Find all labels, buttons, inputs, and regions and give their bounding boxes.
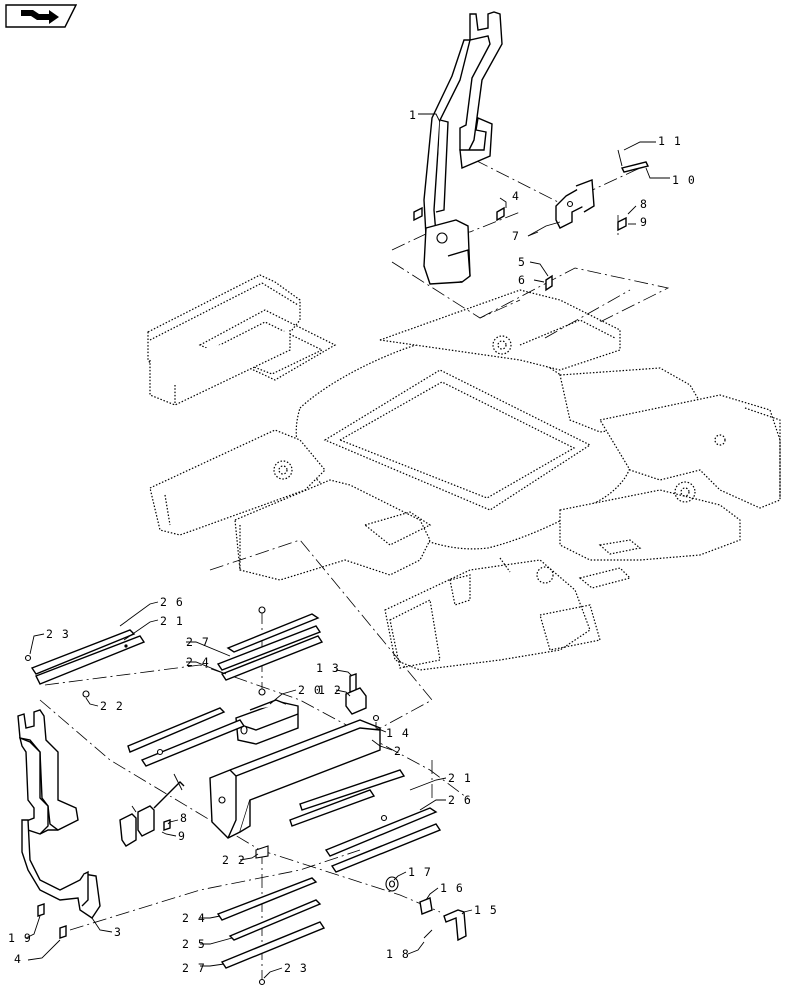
callout-1: 1 bbox=[409, 108, 417, 122]
part-spacer-block bbox=[235, 699, 299, 745]
part-upright-bracket bbox=[423, 11, 503, 285]
part-strip-left-mid bbox=[127, 707, 246, 767]
callout-23b: 2 3 bbox=[284, 961, 308, 975]
callout-11: 1 1 bbox=[658, 134, 682, 148]
main-frame bbox=[147, 274, 781, 671]
part-hinge-bracket bbox=[555, 179, 595, 229]
callout-24: 2 4 bbox=[186, 655, 210, 669]
part-lower-bracket bbox=[17, 709, 101, 919]
callout-7: 7 bbox=[512, 229, 520, 243]
part-strip-27b bbox=[220, 921, 326, 969]
callout-8: 8 bbox=[640, 197, 648, 211]
callout-15: 1 5 bbox=[474, 903, 498, 917]
callout-21b: 2 1 bbox=[448, 771, 472, 785]
callout-6: 6 bbox=[518, 273, 526, 287]
callout-21: 2 1 bbox=[160, 614, 184, 628]
callout-labels: 1 4 1 1 1 0 8 9 7 5 6 2 6 2 1 2 3 2 2 2 … bbox=[8, 108, 696, 975]
forward-arrow-icon bbox=[5, 4, 77, 28]
part-crossmember bbox=[209, 719, 381, 839]
callout-13: 1 3 bbox=[316, 661, 340, 675]
callout-9: 9 bbox=[640, 215, 648, 229]
part-strip-25 bbox=[228, 899, 322, 941]
leader-lines bbox=[25, 113, 670, 979]
nav-arrow-button[interactable] bbox=[5, 4, 77, 28]
callout-8b: 8 bbox=[180, 811, 188, 825]
callout-19: 1 9 bbox=[8, 931, 32, 945]
callout-26b: 2 6 bbox=[448, 793, 472, 807]
callout-12: 1 2 bbox=[318, 683, 342, 697]
callout-4b: 4 bbox=[14, 952, 22, 966]
part-strip-26a bbox=[30, 629, 146, 685]
callout-5: 5 bbox=[518, 255, 526, 269]
callout-23: 2 3 bbox=[46, 627, 70, 641]
callout-14: 1 4 bbox=[386, 726, 410, 740]
part-lower-hinge bbox=[119, 781, 185, 847]
callout-20: 2 0 bbox=[298, 683, 322, 697]
callout-24b: 2 4 bbox=[182, 911, 206, 925]
hardware bbox=[24, 149, 650, 986]
callout-22: 2 2 bbox=[100, 699, 124, 713]
callout-4: 4 bbox=[512, 189, 520, 203]
part-strip-26b bbox=[324, 807, 442, 873]
callout-27: 2 7 bbox=[186, 635, 210, 649]
callout-2: 2 bbox=[394, 744, 402, 758]
callout-22b: 2 2 bbox=[222, 853, 246, 867]
callout-17: 1 7 bbox=[408, 865, 432, 879]
part-strip-24b bbox=[216, 877, 318, 921]
part-strip-24a bbox=[220, 635, 324, 681]
callout-16: 1 6 bbox=[440, 881, 464, 895]
callout-9b: 9 bbox=[178, 829, 186, 843]
part-strip-21b bbox=[289, 769, 406, 827]
callout-27b: 2 7 bbox=[182, 961, 206, 975]
callout-26: 2 6 bbox=[160, 595, 184, 609]
part-strip-27a bbox=[216, 613, 322, 671]
callout-10: 1 0 bbox=[672, 173, 696, 187]
callout-25: 2 5 bbox=[182, 937, 206, 951]
callout-18: 1 8 bbox=[386, 947, 410, 961]
callout-3: 3 bbox=[114, 925, 122, 939]
